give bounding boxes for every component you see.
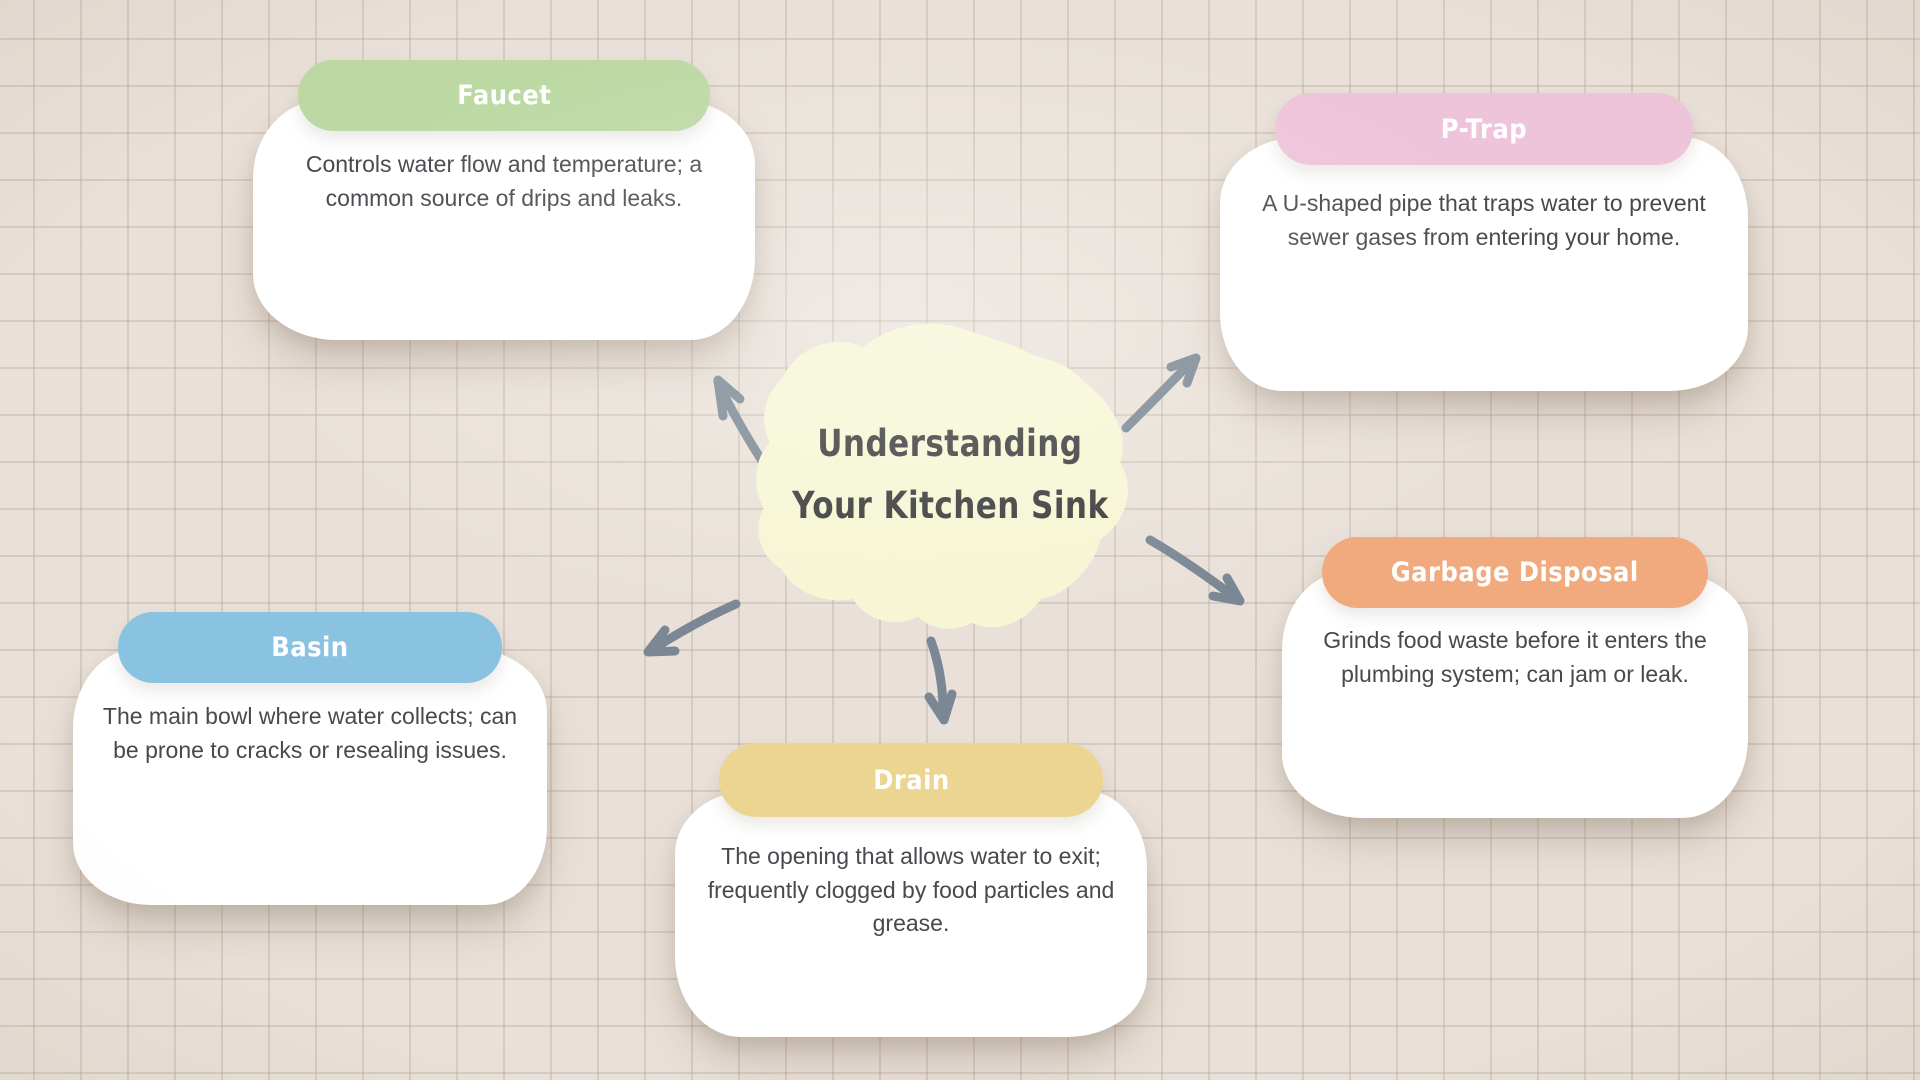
- arrow-to-garbage-disposal[interactable]: [1145, 535, 1245, 606]
- node-pill-p-trap: P-Trap: [1275, 93, 1693, 165]
- node-pill-garbage-disposal: Garbage Disposal: [1322, 537, 1708, 608]
- central-topic-title-line2: Your Kitchen Sink: [791, 484, 1109, 527]
- central-blob-shape: [756, 323, 1128, 629]
- node-card-faucet[interactable]: Faucet Controls water flow and temperatu…: [253, 60, 755, 340]
- central-topic-node[interactable]: Understanding Your Kitchen Sink: [752, 320, 1148, 650]
- node-description-p-trap: A U-shaped pipe that traps water to prev…: [1262, 190, 1706, 250]
- node-label-basin: Basin: [271, 632, 349, 663]
- node-card-garbage-disposal[interactable]: Garbage Disposal Grinds food waste befor…: [1282, 537, 1748, 818]
- node-pill-basin: Basin: [118, 612, 502, 683]
- arrow-to-drain[interactable]: [924, 636, 957, 725]
- arrow-to-p-trap[interactable]: [1121, 353, 1201, 433]
- node-card-drain[interactable]: Drain The opening that allows water to e…: [675, 743, 1147, 1037]
- node-pill-drain: Drain: [719, 743, 1103, 817]
- central-topic-title: Understanding Your Kitchen Sink: [752, 310, 1148, 640]
- node-description-faucet: Controls water flow and temperature; a c…: [305, 151, 703, 211]
- node-label-garbage-disposal: Garbage Disposal: [1391, 557, 1639, 588]
- node-label-faucet: Faucet: [456, 80, 552, 111]
- node-pill-faucet: Faucet: [298, 60, 710, 131]
- node-card-p-trap[interactable]: P-Trap A U-shaped pipe that traps water …: [1220, 93, 1748, 391]
- node-card-basin[interactable]: Basin The main bowl where water collects…: [73, 612, 547, 905]
- node-label-p-trap: P-Trap: [1440, 113, 1528, 145]
- arrow-to-basin[interactable]: [643, 599, 741, 657]
- node-description-garbage-disposal: Grinds food waste before it enters the p…: [1323, 627, 1707, 687]
- node-label-drain: Drain: [872, 764, 950, 796]
- central-topic-title-line1: Understanding: [817, 422, 1083, 465]
- node-description-basin: The main bowl where water collects; can …: [102, 703, 518, 763]
- node-description-drain: The opening that allows water to exit; f…: [707, 843, 1115, 936]
